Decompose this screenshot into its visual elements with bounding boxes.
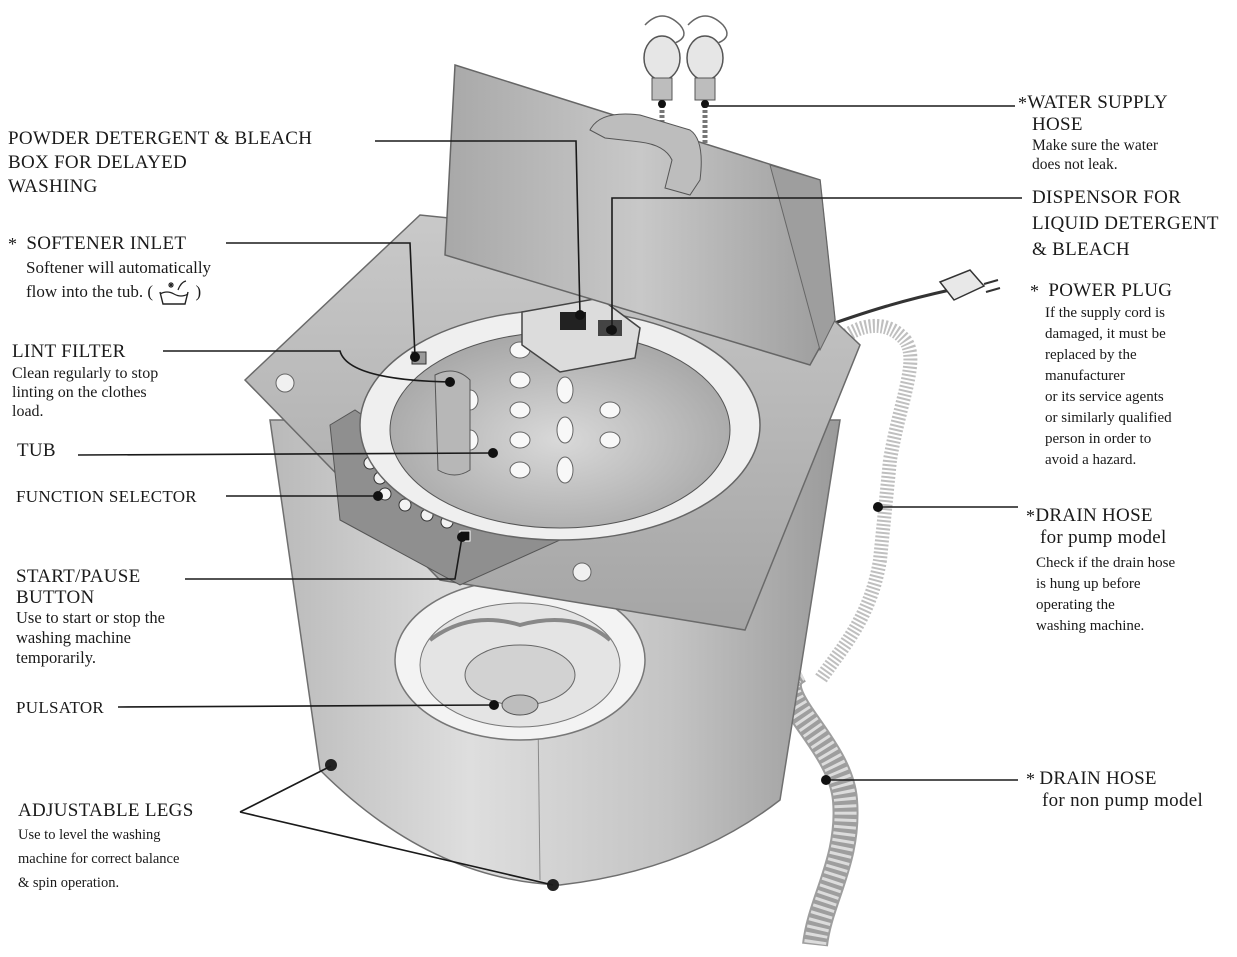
drain-hose-pump-illustration <box>808 318 918 684</box>
powder-title-line-1: POWDER DETERGENT & BLEACH <box>8 128 313 149</box>
lint-desc-line-3: load. <box>12 403 44 420</box>
label-start-pause-button: START/PAUSE BUTTON Use to start or stop … <box>16 566 165 668</box>
drain-pump-title-line-1: DRAIN HOSE <box>1035 505 1153 526</box>
lid-illustration <box>444 63 836 366</box>
softener-title: SOFTENER INLET <box>26 233 187 254</box>
dispensor-title-line-3: & BLEACH <box>1032 239 1130 260</box>
power-plug-star: * <box>1030 281 1040 301</box>
power-plug-desc-line-1: If the supply cord is <box>1045 305 1165 321</box>
leader-tub <box>77 452 494 456</box>
lint-desc-line-1: Clean regularly to stop <box>12 365 159 382</box>
power-plug-desc-line-6: or similarly qualified <box>1045 410 1172 426</box>
label-softener-inlet: * SOFTENER INLET Softener will automatic… <box>8 232 211 306</box>
water-supply-star: * <box>1018 93 1028 113</box>
label-lint-filter: LINT FILTER Clean regularly to stop lint… <box>12 340 158 421</box>
drain-non-pump-title-line-2: for non pump model <box>1042 790 1204 811</box>
power-plug-desc-line-3: replaced by the <box>1045 347 1137 363</box>
label-drain-hose-non-pump: *DRAIN HOSE for non pump model <box>1026 768 1203 812</box>
dispensor-title-line-2: LIQUID DETERGENT <box>1032 213 1219 234</box>
power-plug-desc-line-5: or its service agents <box>1045 389 1164 405</box>
adjustable-legs-title: ADJUSTABLE LEGS <box>18 800 194 821</box>
power-plug-desc-line-2: damaged, it must be <box>1045 326 1166 342</box>
legs-desc-line-1: Use to level the washing <box>18 827 161 843</box>
leader-adjustable-legs-1 <box>239 765 332 813</box>
leader-dispensor <box>611 197 1022 330</box>
start-pause-title-line-1: START/PAUSE <box>16 566 141 587</box>
softener-desc-line-1: Softener will automatically <box>26 258 212 277</box>
legs-desc-line-2: machine for correct balance <box>18 851 180 867</box>
label-water-supply-hose: *WATER SUPPLY HOSE Make sure the water d… <box>1018 92 1168 174</box>
leader-softener-inlet <box>226 242 416 358</box>
water-supply-title-line-2: HOSE <box>1032 114 1083 135</box>
softener-desc-end: ) <box>195 282 202 301</box>
powder-title-line-2: BOX FOR DELAYED <box>8 152 188 173</box>
drain-non-pump-star: * <box>1026 769 1036 789</box>
powder-title-line-3: WASHING <box>8 176 98 197</box>
power-plug-desc-line-7: person in order to <box>1045 431 1152 447</box>
lint-filter-title: LINT FILTER <box>12 341 126 362</box>
leader-lint-filter <box>163 350 451 383</box>
drain-pump-star: * <box>1026 506 1036 526</box>
water-supply-title-line-1: WATER SUPPLY <box>1027 92 1168 113</box>
softener-star: * <box>8 234 18 254</box>
softener-desc-line-2: flow into the tub. ( <box>26 282 154 301</box>
power-cord-illustration <box>814 269 1001 332</box>
leader-pulsator <box>117 704 495 708</box>
start-pause-desc-line-2: washing machine <box>16 628 132 647</box>
label-tub: TUB <box>17 440 56 461</box>
leader-start-pause <box>185 536 463 580</box>
water-supply-hose-illustration <box>643 15 728 250</box>
label-dispensor: DISPENSOR FOR LIQUID DETERGENT & BLEACH <box>1032 185 1219 263</box>
drain-pump-desc-line-1: Check if the drain hose <box>1036 555 1176 571</box>
start-pause-title-line-2: BUTTON <box>16 587 95 608</box>
label-adjustable-legs: ADJUSTABLE LEGS Use to level the washing… <box>18 799 194 895</box>
drain-pump-desc-line-4: washing machine. <box>1036 618 1145 634</box>
softener-symbol-icon <box>159 280 189 305</box>
drain-hose-non-pump-illustration <box>776 658 859 947</box>
drain-pump-desc-line-2: is hung up before <box>1036 576 1141 592</box>
drain-pump-desc-line-3: operating the <box>1036 597 1115 613</box>
leader-powder-detergent <box>375 140 581 316</box>
water-supply-desc-line-2: does not leak. <box>1032 156 1118 173</box>
dispensor-title-line-1: DISPENSOR FOR <box>1032 187 1182 208</box>
power-plug-title: POWER PLUG <box>1048 280 1173 301</box>
power-plug-desc-line-4: manufacturer <box>1045 368 1125 384</box>
power-plug-desc-line-8: avoid a hazard. <box>1045 452 1137 468</box>
drain-pump-title-line-2: for pump model <box>1040 527 1167 548</box>
label-function-selector: FUNCTION SELECTOR <box>16 487 197 506</box>
start-pause-desc-line-1: Use to start or stop the <box>16 608 165 627</box>
drain-non-pump-title-line-1: DRAIN HOSE <box>1039 768 1157 789</box>
label-pulsator: PULSATOR <box>16 698 105 717</box>
label-powder-detergent-box: POWDER DETERGENT & BLEACH BOX FOR DELAYE… <box>8 127 312 199</box>
legs-desc-line-3: & spin operation. <box>18 875 120 891</box>
start-pause-desc-line-3: temporarily. <box>16 648 97 667</box>
label-power-plug: * POWER PLUG If the supply cord is damag… <box>1030 279 1172 471</box>
water-supply-desc-line-1: Make sure the water <box>1032 137 1159 154</box>
lint-desc-line-2: linting on the clothes <box>12 384 147 401</box>
leader-adjustable-legs-2 <box>239 811 554 886</box>
label-drain-hose-pump: *DRAIN HOSE for pump model Check if the … <box>1026 505 1175 637</box>
